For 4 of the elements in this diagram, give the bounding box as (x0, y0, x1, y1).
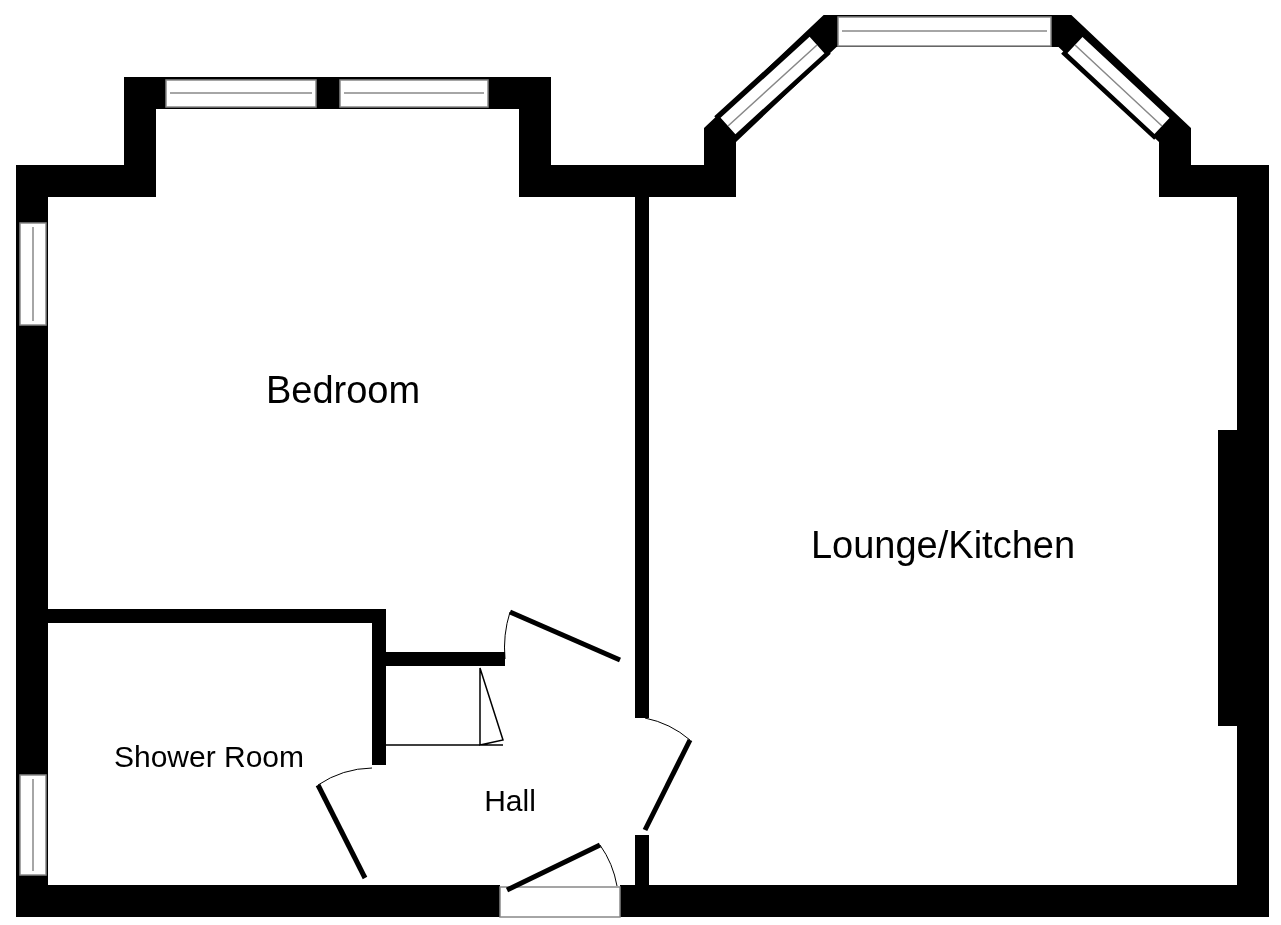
room-label: Hall (484, 782, 536, 819)
room-label: Shower Room (113, 738, 305, 775)
room-label: Lounge/Kitchen (810, 522, 1076, 568)
room-label: Bedroom (265, 367, 421, 413)
